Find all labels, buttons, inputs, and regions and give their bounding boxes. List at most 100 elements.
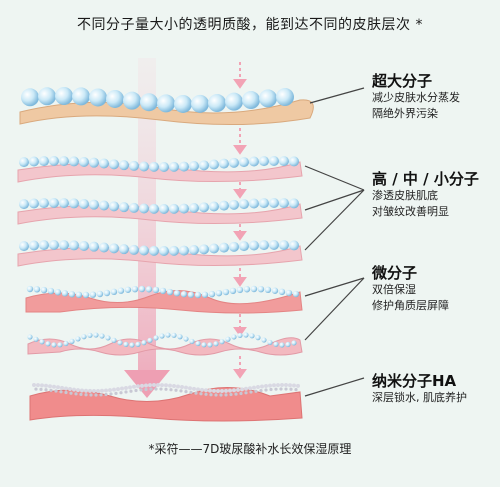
molecule-bubble (117, 340, 123, 346)
molecule-bubble (124, 286, 132, 293)
molecule-bubble (93, 332, 99, 338)
molecule-bubble (69, 391, 73, 395)
molecule-bubble (99, 200, 109, 211)
molecule-bubble (171, 332, 177, 338)
molecule-bubble (219, 242, 229, 253)
molecule-bubble (55, 87, 73, 106)
label-line: 深层锁水, 肌底养护 (372, 391, 467, 404)
molecule-bubble (279, 156, 289, 167)
molecule-bubble (195, 340, 201, 347)
molecule-bubble (219, 339, 225, 345)
molecule-bubble (75, 291, 83, 299)
molecule-bubble (44, 383, 48, 388)
molecule-bubble (276, 383, 280, 388)
molecule-bubble (89, 199, 99, 210)
layer-nano (29, 383, 303, 422)
molecule-bubble (209, 393, 213, 397)
molecule-bubble (114, 391, 118, 395)
molecule-bubble (129, 342, 135, 348)
molecule-bubble (40, 286, 48, 294)
label-line: 隔绝外界污染 (372, 107, 438, 120)
molecule-bubble (39, 198, 49, 209)
molecule-bubble (117, 287, 125, 294)
molecule-bubble (292, 383, 296, 388)
molecule-bubble (285, 289, 293, 297)
molecule-bubble (76, 388, 80, 393)
molecule-bubble (229, 199, 239, 210)
molecule-bubble (229, 157, 239, 168)
molecule-bubble (199, 244, 209, 255)
molecule-bubble (173, 289, 181, 297)
molecule-bubble (184, 385, 188, 390)
molecule-bubble (188, 386, 192, 391)
molecule-bubble (224, 393, 228, 397)
molecule-bubble (84, 393, 88, 397)
molecule-bubble (209, 159, 219, 170)
molecule-bubble (81, 334, 87, 340)
molecule-bubble (69, 198, 79, 209)
molecule-bubble (169, 203, 179, 214)
molecule-bubble (49, 388, 53, 392)
molecule-bubble (208, 94, 226, 113)
molecule-bubble (189, 245, 199, 256)
molecule-bubble (139, 245, 149, 256)
molecule-bubble (169, 388, 173, 392)
molecule-bubble (215, 289, 223, 297)
molecule-bubble (64, 386, 68, 391)
label-high-mid-small: 高 / 中 / 小分子 渗透皮肤肌底 对皱纹改善明显 (372, 170, 479, 220)
molecule-bubble (204, 392, 208, 396)
molecule-bubble (154, 387, 158, 391)
molecule-bubble (268, 383, 272, 388)
molecule-bubble (189, 161, 199, 172)
molecule-bubble (26, 285, 34, 293)
molecule-bubble (79, 198, 89, 209)
molecule-bubble (39, 339, 45, 345)
molecule-bubble (124, 390, 128, 394)
label-line: 修护角质层屏障 (372, 299, 449, 312)
molecule-bubble (267, 339, 273, 346)
molecule-bubble (33, 286, 41, 293)
molecule-bubble (99, 333, 105, 339)
molecule-bubble (256, 385, 260, 390)
molecule-bubble (261, 337, 267, 343)
molecule-bubble (204, 388, 208, 393)
molecule-bubble (237, 332, 243, 339)
molecule-bubble (82, 291, 90, 299)
molecule-bubble (196, 387, 200, 392)
molecule-bubble (109, 159, 119, 170)
molecule-bubble (59, 390, 63, 394)
molecule-bubble (149, 203, 159, 214)
molecule-bubble (96, 290, 104, 298)
molecule-bubble (145, 286, 153, 293)
molecule-bubble (88, 388, 92, 393)
molecule-bubble (254, 389, 258, 393)
molecule-bubble (284, 383, 288, 388)
molecule-bubble (249, 198, 259, 209)
molecule-bubble (179, 389, 183, 393)
molecule-bubble (69, 338, 75, 344)
molecule-bubble (123, 91, 141, 110)
molecule-bubble (44, 388, 48, 392)
molecule-bubble (168, 383, 172, 388)
footnote: *采符——7D玻尿酸补水长效保湿原理 (148, 442, 352, 456)
molecule-bubble (209, 201, 219, 212)
molecule-bubble (132, 384, 136, 389)
molecule-bubble (289, 198, 299, 209)
molecule-bubble (68, 291, 76, 298)
label-ultra-large: 超大分子 减少皮肤水分蒸发 隔绝外界污染 (372, 72, 460, 122)
molecule-bubble (47, 287, 55, 295)
molecule-bubble (179, 203, 189, 214)
molecule-bubble (279, 198, 289, 209)
molecule-bubble (179, 161, 189, 172)
molecule-bubble (180, 385, 184, 390)
molecule-bubble (239, 157, 249, 168)
molecule-bubble (271, 287, 279, 294)
molecule-bubble (274, 387, 278, 391)
molecule-bubble (194, 291, 202, 299)
molecule-bubble (176, 384, 180, 389)
molecule-bubble (244, 386, 248, 391)
molecule-bubble (219, 200, 229, 211)
molecule-bubble (189, 338, 195, 345)
molecule-bubble (139, 161, 149, 172)
molecule-bubble (68, 387, 72, 392)
